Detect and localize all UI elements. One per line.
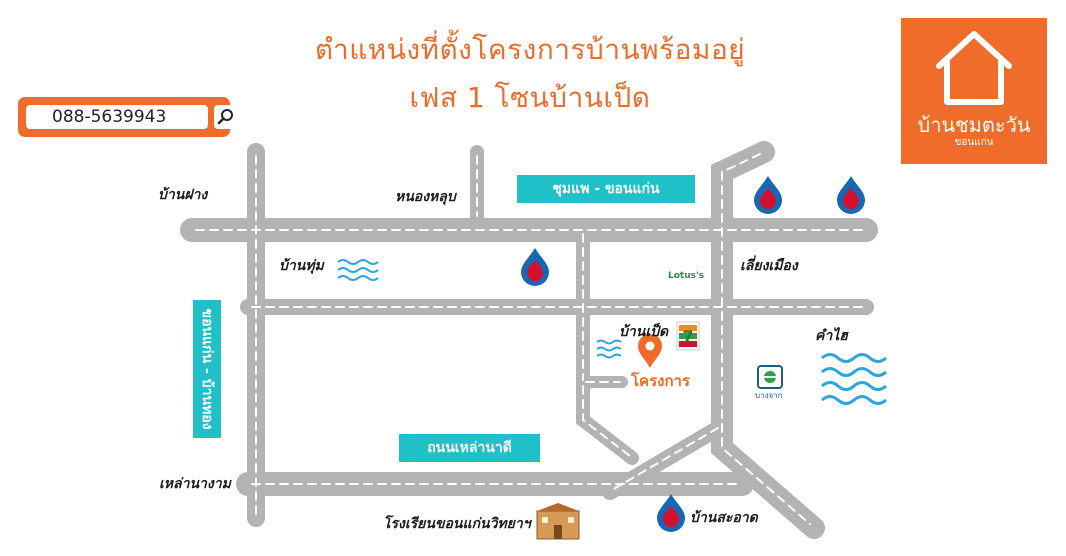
place-liang-mueang: เลี่ยงเมือง: [740, 258, 798, 274]
gas-station-icon: [657, 494, 685, 532]
road-network: [180, 141, 878, 539]
place-ban-fang: บ้านฝาง: [158, 187, 208, 203]
brand-name: บ้านชมตะวัน: [917, 113, 1031, 137]
pin-icon: [638, 334, 662, 368]
gas-station-icon: [521, 248, 549, 286]
place-ban-thum: บ้านทุ่ม: [279, 258, 324, 274]
road-project-access: [576, 376, 639, 465]
search-icon: [214, 105, 238, 129]
water-icon: [596, 339, 622, 359]
page-title-line-1: ตำแหน่งที่ตั้งโครงการบ้านพร้อมอยู่: [314, 33, 746, 66]
seven-eleven-icon: 7: [676, 321, 700, 351]
page-title-line-2: เฟส 1 โซนบ้านเป็ด: [409, 81, 651, 114]
project-label: โครงการ: [631, 372, 691, 390]
road-tag-khonkaen-bypass: ขอนแก่น - บ้านทอง: [193, 300, 221, 438]
gas-station-icon: [757, 365, 783, 389]
place-ban-sa-at: บ้านสะอาด: [690, 510, 758, 526]
svg-text:7: 7: [682, 327, 693, 346]
place-school: โรงเรียนขอนแก่นวิทยาฯ: [383, 516, 531, 532]
place-nong-lup: หนองหลุบ: [395, 189, 456, 205]
road-tag-lao-na-di: ถนนเหล่านาดี: [399, 434, 540, 462]
landmark-lotus: Lotus's: [668, 271, 705, 281]
landmark-bangchak: บางจาก: [755, 391, 783, 400]
brand-subtitle: ขอนแก่น: [954, 137, 994, 148]
gas-station-icon: [837, 176, 865, 214]
brand-logo: บ้านชมตะวัน ขอนแก่น: [901, 18, 1047, 164]
phone-box: 088-5639943: [18, 97, 238, 137]
phone-number: 088-5639943: [26, 105, 208, 129]
gas-station-icon: [754, 176, 782, 214]
place-lao-na-ngam: เหล่านางาม: [159, 476, 231, 492]
place-ban-pet: บ้านเป็ด: [619, 324, 669, 340]
school-icon: [536, 503, 580, 540]
road-tag-khonkaen-bypass-label: ขอนแก่น - บ้านทอง: [199, 308, 215, 430]
house-icon: [936, 31, 1012, 105]
road-tag-chumphae: ชุมแพ - ขอนแก่น: [517, 175, 695, 203]
water-icon: [337, 259, 379, 281]
place-kham-hai: คำไฮ: [815, 328, 848, 344]
water-icon: [821, 353, 887, 405]
